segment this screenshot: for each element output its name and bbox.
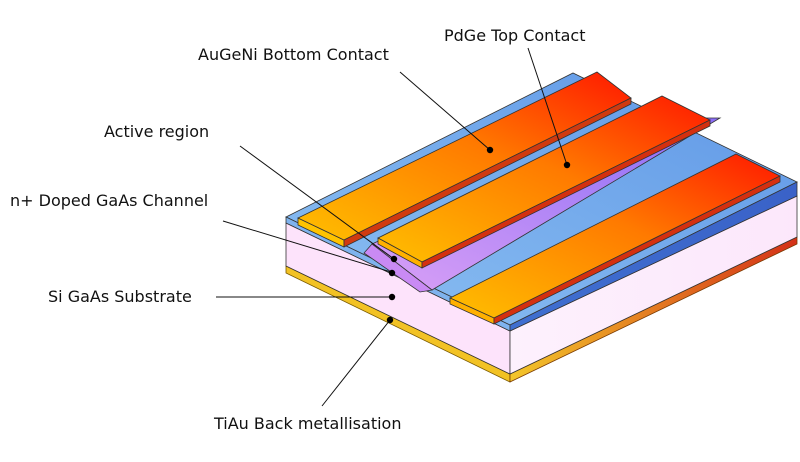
augeni-bottom-contact-left	[297, 71, 632, 248]
dot-channel	[388, 269, 396, 277]
augeni-bottom-contact-right	[449, 153, 781, 325]
leader-augeni	[399, 71, 491, 151]
leader-lines	[216, 47, 568, 407]
leader-active-region	[239, 145, 395, 260]
leader-pdge	[527, 47, 568, 166]
dot-augeni	[486, 146, 494, 154]
leader-back-metal	[321, 319, 391, 407]
label-doped-channel: n+ Doped GaAs Channel	[10, 191, 209, 210]
dot-back-metal	[386, 316, 394, 324]
label-substrate: Si GaAs Substrate	[48, 287, 192, 306]
dot-pdge	[563, 161, 571, 169]
marker-dots	[386, 146, 571, 324]
dot-active-region	[390, 255, 398, 263]
label-active-region: Active region	[104, 122, 210, 141]
label-back-metallisation: TiAu Back metallisation	[214, 414, 402, 433]
leader-channel	[222, 220, 392, 273]
label-augeni-bottom-contact: AuGeNi Bottom Contact	[198, 45, 389, 64]
label-pdge-top-contact: PdGe Top Contact	[444, 26, 586, 45]
pdge-top-contact	[377, 95, 711, 269]
dot-substrate	[388, 293, 396, 301]
